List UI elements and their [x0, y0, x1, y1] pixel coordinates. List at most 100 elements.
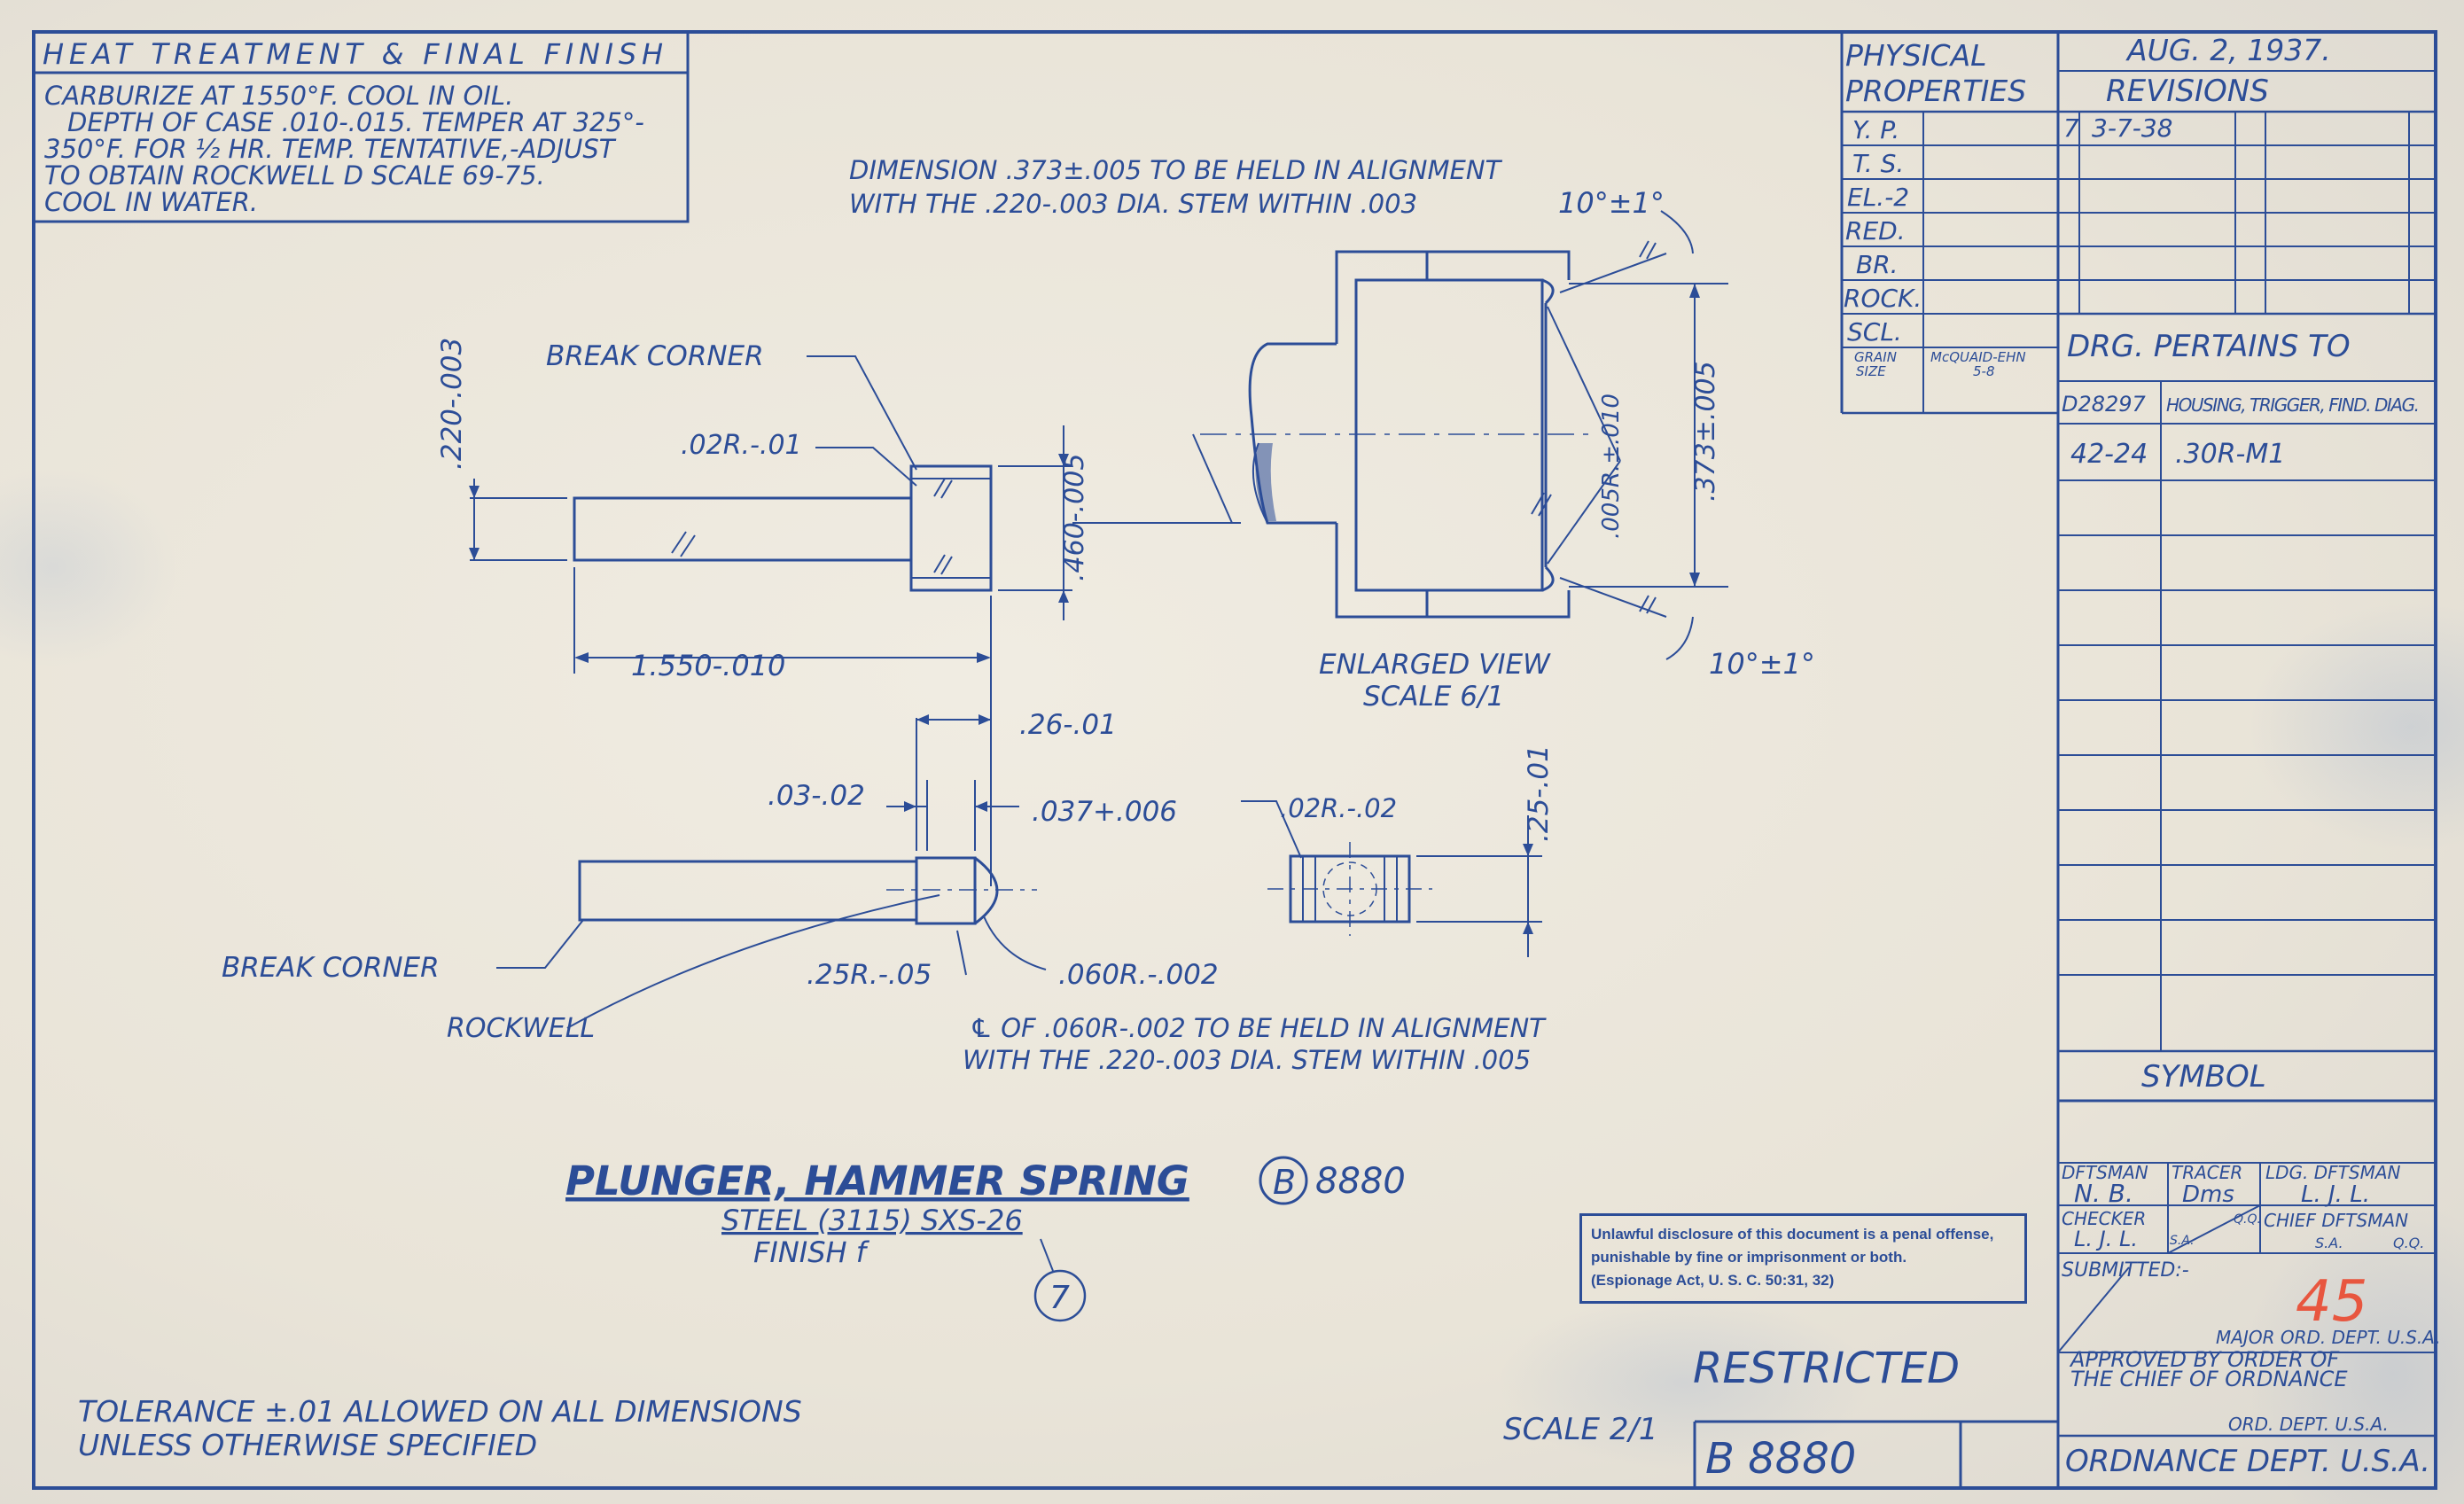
heat-treatment-line: TO OBTAIN ROCKWELL D SCALE 69-75. — [44, 160, 545, 191]
notice-line: Unlawful disclosure of this document is … — [1591, 1226, 1994, 1243]
part-name: PLUNGER, HAMMER SPRING — [565, 1157, 1189, 1204]
corner-radius-top: .02R.-.01 — [681, 430, 802, 461]
small-initials: Q.Q. — [2234, 1212, 2261, 1227]
drawing-date: AUG. 2, 1937. — [2125, 33, 2331, 67]
property-row-label: RED. — [1845, 216, 1906, 245]
chief-initials: S.A. — [2315, 1235, 2343, 1251]
revision-mark: 7 — [2063, 113, 2079, 143]
heat-treatment-line: 350°F. FOR ½ HR. TEMP. TENTATIVE,-ADJUST — [44, 134, 617, 164]
ordnance-dept-footer: ORDNANCE DEPT. U.S.A. — [2065, 1444, 2430, 1479]
checker-label: CHECKER — [2062, 1208, 2146, 1229]
grain-size-label: GRAIN — [1854, 349, 1897, 365]
approval-line: APPROVED BY ORDER OF — [2069, 1347, 2340, 1372]
checker-initials: L. J. L. — [2074, 1227, 2138, 1251]
ldg-draftsman-label: LDG. DFTSMAN — [2265, 1162, 2401, 1183]
part-symbol-letter: B — [1273, 1163, 1296, 1202]
approval-line: THE CHIEF OF ORDNANCE — [2070, 1367, 2348, 1391]
radius-005-dim: .005R.±.010 — [1598, 394, 1625, 539]
grain-size-value: 5-8 — [1973, 363, 1995, 379]
heat-treatment-line: COOL IN WATER. — [44, 187, 258, 217]
heat-treatment-block: HEAT TREATMENT & FINAL FINISH CARBURIZE … — [32, 30, 690, 223]
revision-date: 3-7-38 — [2092, 113, 2172, 143]
property-row-label: SCL. — [1847, 317, 1902, 347]
tolerance-note: UNLESS OTHERWISE SPECIFIED — [78, 1428, 537, 1462]
small-initials: S.A. — [2170, 1234, 2195, 1248]
head-width-dim: .26-.01 — [1019, 709, 1117, 741]
property-row-label: Y. P. — [1852, 115, 1899, 144]
alignment-note-1: WITH THE .220-.003 DIA. STEM WITHIN .003 — [849, 189, 1417, 219]
draftsman-initials: N. B. — [2074, 1179, 2133, 1208]
submitted-label: SUBMITTED:- — [2062, 1259, 2189, 1282]
property-row-label: EL.-2 — [1847, 183, 1909, 212]
notice-line: punishable by fine or imprisonment or bo… — [1591, 1249, 1907, 1266]
rockwell-label: ROCKWELL — [447, 1013, 595, 1044]
revision-balloon-text: 7 — [1049, 1280, 1070, 1316]
revisions-title: REVISIONS — [2106, 74, 2269, 109]
chief-draftsman-label: CHIEF DFTSMAN — [2264, 1210, 2408, 1231]
dim-03: .03-.02 — [768, 780, 865, 812]
stem-diameter-dim: .220-.003 — [436, 338, 468, 470]
balloon-leader — [1040, 1238, 1054, 1272]
angle-top: 10°±1° — [1558, 186, 1665, 220]
part-number: 8880 — [1315, 1161, 1406, 1202]
drawing-number: B 8880 — [1705, 1434, 1856, 1484]
pertains-title: DRG. PERTAINS TO — [2067, 329, 2351, 364]
end-width-dim: .25-.01 — [1523, 744, 1555, 842]
alignment-note-2: ℄ OF .060R-.002 TO BE HELD IN ALIGNMENT — [970, 1013, 1547, 1043]
property-row-label: T. S. — [1852, 149, 1904, 178]
enlarged-view-scale: SCALE 6/1 — [1363, 681, 1504, 713]
draftsman-label: DFTSMAN — [2062, 1162, 2148, 1183]
dim-373: .373±.005 — [1690, 361, 1721, 502]
head-height-dim: .460-.005 — [1059, 454, 1090, 581]
grain-size-value: McQUAID-EHN — [1930, 349, 2026, 365]
property-row-label: BR. — [1856, 250, 1899, 279]
radius-25-dim: .25R.-.05 — [807, 959, 932, 991]
major-signature-line: MAJOR ORD. DEPT. U.S.A. — [2216, 1327, 2441, 1348]
length-dim: 1.550-.010 — [631, 649, 785, 682]
sheet-number: 45 — [2296, 1269, 2367, 1335]
tracer-label: TRACER — [2172, 1162, 2242, 1183]
heat-treatment-line: CARBURIZE AT 1550°F. COOL IN OIL. — [44, 81, 513, 111]
plunger-side-view — [496, 714, 1047, 1029]
property-row-label: ROCK. — [1844, 284, 1922, 313]
pertains-description: .30R-M1 — [2175, 439, 2285, 470]
drawing-scale: SCALE 2/1 — [1503, 1412, 1658, 1447]
chief-initials: Q.Q. — [2393, 1235, 2424, 1251]
physical-properties-title: PROPERTIES — [1845, 74, 2026, 108]
physical-properties-title: PHYSICAL — [1845, 38, 1987, 73]
alignment-note-1: DIMENSION .373±.005 TO BE HELD IN ALIGNM… — [849, 155, 1503, 185]
heat-treatment-line: DEPTH OF CASE .010-.015. TEMPER AT 325°- — [67, 107, 644, 137]
espionage-notice: Unlawful disclosure of this document is … — [1579, 1213, 2027, 1304]
tolerance-note: TOLERANCE ±.01 ALLOWED ON ALL DIMENSIONS — [78, 1394, 802, 1429]
alignment-note-2: WITH THE .220-.003 DIA. STEM WITHIN .005 — [963, 1045, 1531, 1075]
corner-radius-end: .02R.-.02 — [1280, 793, 1397, 823]
pertains-description: HOUSING, TRIGGER, FIND. DIAG. — [2166, 394, 2420, 416]
part-symbol-circle — [1259, 1156, 1308, 1205]
sheet-border — [32, 30, 2437, 1490]
heat-treatment-title: HEAT TREATMENT & FINAL FINISH — [43, 37, 663, 71]
break-corner-bottom: BREAK CORNER — [222, 952, 440, 984]
pertains-drawing: D28297 — [2062, 392, 2147, 417]
angle-bottom: 10°±1° — [1709, 647, 1815, 681]
restricted-stamp: RESTRICTED — [1693, 1344, 1960, 1393]
plunger-top-view — [469, 355, 1241, 886]
part-material: STEEL (3115) SXS-26 — [721, 1204, 1023, 1237]
tracer-initials: Dms — [2182, 1181, 2234, 1208]
ldg-draftsman-initials: L. J. L. — [2301, 1181, 2370, 1208]
dim-037: .037+.006 — [1032, 796, 1177, 828]
ord-dept-line: ORD. DEPT. U.S.A. — [2228, 1414, 2389, 1435]
pertains-drawing: 42-24 — [2070, 439, 2148, 470]
revision-balloon — [1033, 1269, 1087, 1322]
radius-060-dim: .060R.-.002 — [1058, 959, 1219, 991]
enlarged-view-title: ENLARGED VIEW — [1319, 649, 1551, 681]
grain-size-label: SIZE — [1856, 363, 1886, 379]
title-block: PHYSICAL PROPERTIES Y. P. T. S. EL.-2 RE… — [1693, 32, 2441, 1488]
enlarged-view-drawing — [1192, 210, 1728, 660]
symbol-label: SYMBOL — [2141, 1059, 2266, 1095]
plunger-end-view — [1241, 800, 1542, 957]
part-finish: FINISH f — [753, 1235, 870, 1269]
break-corner-top: BREAK CORNER — [546, 340, 764, 372]
notice-line: (Espionage Act, U. S. C. 50:31, 32) — [1591, 1272, 1835, 1289]
